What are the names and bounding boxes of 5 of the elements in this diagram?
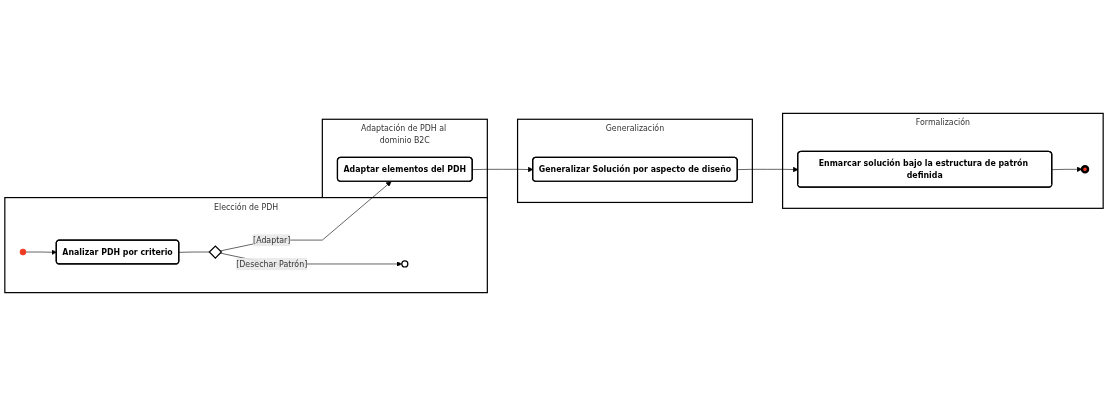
node-circle bbox=[401, 260, 409, 268]
connector bbox=[178, 251, 210, 253]
node-circle bbox=[1080, 165, 1090, 174]
node-circle bbox=[19, 248, 27, 256]
node-diamond bbox=[208, 245, 223, 259]
